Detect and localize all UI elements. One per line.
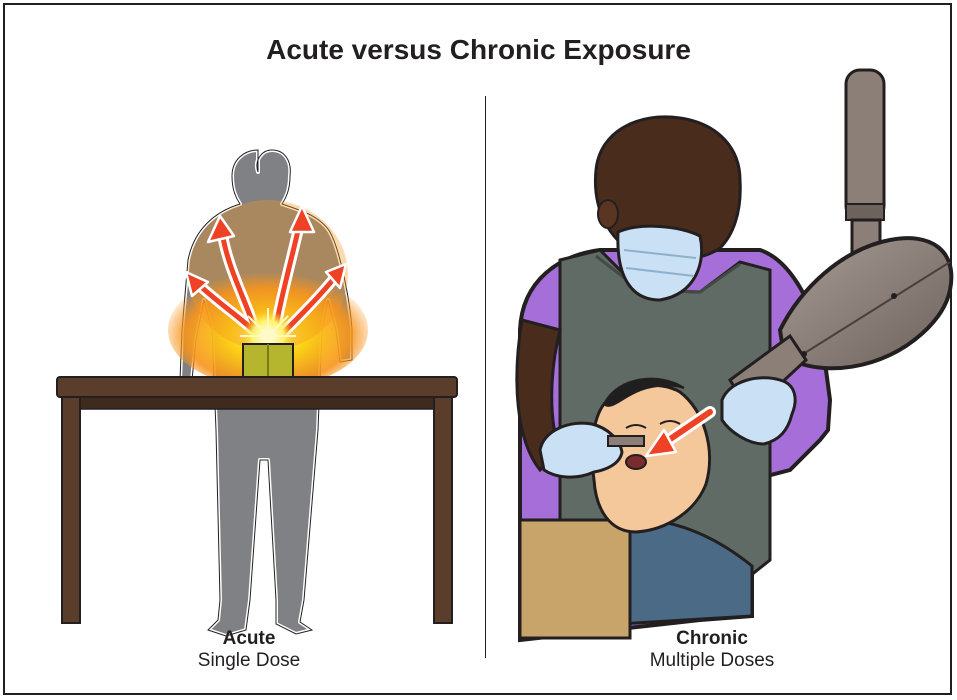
- acute-illustration: [57, 150, 457, 636]
- chronic-illustration: [517, 70, 951, 640]
- xray-arm: [846, 70, 884, 270]
- chronic-description: Multiple Doses: [552, 650, 872, 672]
- chronic-caption: Chronic Multiple Doses: [552, 628, 872, 672]
- acute-label: Acute: [89, 628, 409, 650]
- acute-description: Single Dose: [89, 650, 409, 672]
- acute-caption: Acute Single Dose: [89, 628, 409, 672]
- chronic-label: Chronic: [552, 628, 872, 650]
- dental-chair: [520, 520, 630, 638]
